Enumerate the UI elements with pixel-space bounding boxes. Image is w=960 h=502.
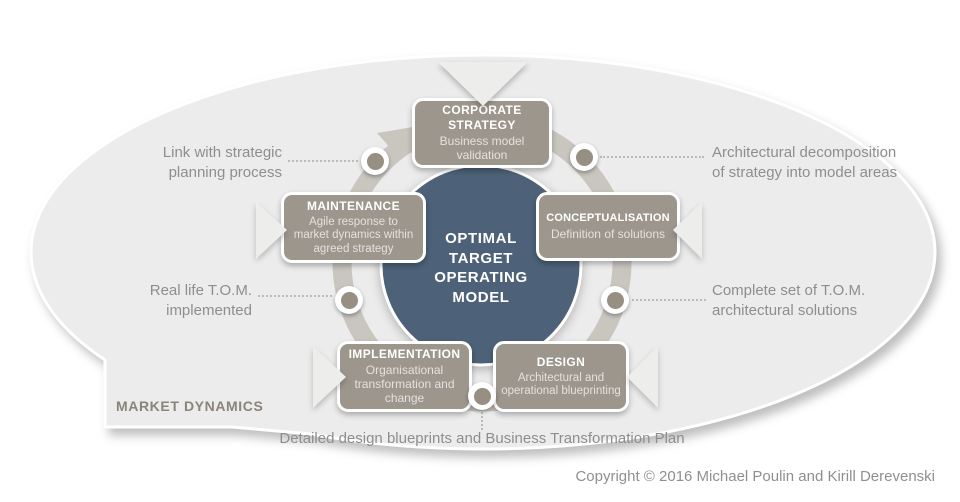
- cycle-node-marker-core: [366, 152, 384, 170]
- dotted-connector: [288, 160, 358, 162]
- stage-box-conceptualisation: CONCEPTUALISATION Definition of solution…: [536, 192, 680, 261]
- stage-subtitle: Architectural and operational blueprinti…: [501, 371, 621, 398]
- annotation-real-life-tom: Real life T.O.M. implemented: [149, 282, 252, 320]
- copyright-text: Copyright © 2016 Michael Poulin and Kiri…: [575, 468, 935, 485]
- cycle-node-marker: [468, 382, 496, 410]
- stage-title: MAINTENANCE: [306, 198, 401, 213]
- annotation-complete-set-tom: Complete set of T.O.M. architectural sol…: [712, 282, 866, 320]
- annotation-strategic-planning: Link with strategic planning process: [162, 144, 282, 182]
- stage-title: IMPLEMENTATION: [348, 347, 461, 362]
- stage-subtitle: Business model validation: [439, 133, 525, 162]
- cycle-node-marker: [361, 147, 389, 175]
- stage-box-implementation: IMPLEMENTATION Organisational transforma…: [337, 341, 472, 412]
- cycle-node-marker-core: [606, 291, 624, 309]
- stage-box-corporate-strategy: CORPORATE STRATEGY Business model valida…: [412, 98, 552, 168]
- stage-subtitle: Organisational transformation and change: [354, 363, 455, 406]
- stage-title: CONCEPTUALISATION: [546, 211, 670, 224]
- stage-subtitle: Agile response to market dynamics within…: [293, 216, 414, 255]
- annotation-detailed-blueprints: Detailed design blueprints and Business …: [279, 430, 685, 447]
- stage-box-maintenance: MAINTENANCE Agile response to market dyn…: [281, 192, 426, 263]
- stage-box-design: DESIGN Architectural and operational blu…: [493, 341, 629, 412]
- cycle-node-marker: [601, 286, 629, 314]
- dotted-connector: [481, 412, 483, 430]
- cycle-node-marker-core: [340, 291, 358, 309]
- cycle-node-marker: [570, 143, 598, 171]
- stage-subtitle: Definition of solutions: [550, 226, 666, 241]
- cycle-ring-arrowhead-icon: [377, 127, 413, 158]
- stage-title: CORPORATE STRATEGY: [442, 103, 522, 132]
- dotted-connector: [258, 295, 332, 297]
- cycle-node-marker: [335, 286, 363, 314]
- cycle-node-marker-core: [575, 148, 593, 166]
- market-dynamics-label: MARKET DYNAMICS: [116, 398, 264, 414]
- core-circle-label: OPTIMAL TARGET OPERATING MODEL: [434, 230, 528, 306]
- annotation-architectural-decomposition: Architectural decomposition of strategy …: [712, 144, 898, 182]
- dotted-connector: [600, 156, 704, 158]
- stage-title: DESIGN: [536, 354, 586, 369]
- cycle-node-marker-core: [473, 387, 491, 405]
- dotted-connector: [632, 299, 706, 301]
